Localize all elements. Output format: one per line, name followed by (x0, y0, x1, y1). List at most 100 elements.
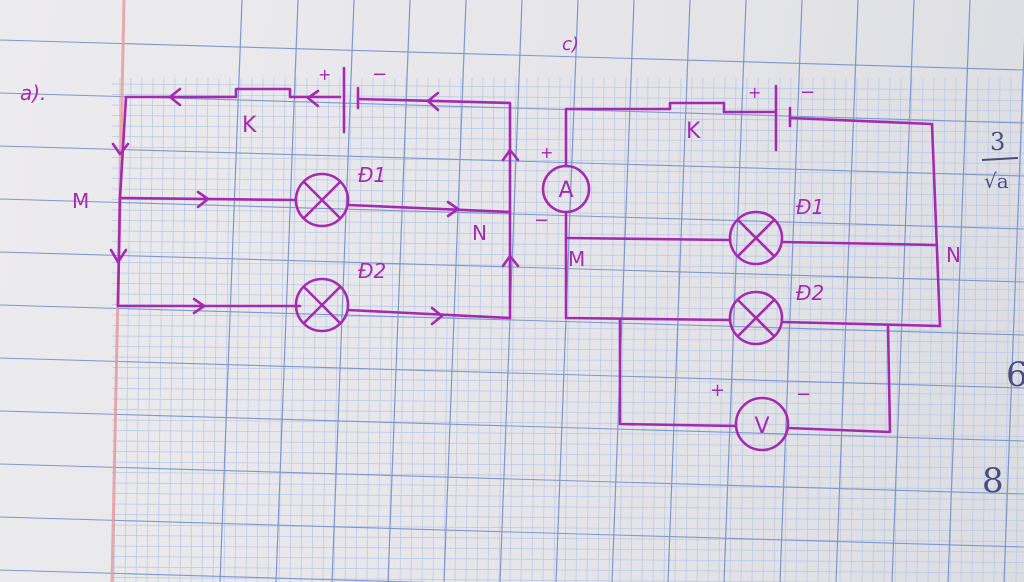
grid-line-fine (267, 77, 275, 582)
grid-line-fine (707, 77, 715, 582)
battery-minus-a: − (372, 64, 387, 85)
branch1-c-right (780, 240, 938, 247)
lamp2-label-c: Đ2 (796, 281, 824, 305)
grid-line-fine (531, 77, 539, 582)
grid-line-fine (520, 77, 528, 582)
grid-line-fine (960, 77, 968, 582)
grid-line-fine (212, 77, 220, 582)
grid-line-fine (509, 77, 517, 582)
ammeter-plus: + (540, 143, 553, 162)
lamp2-cross-a (302, 285, 342, 325)
ammeter-label: A (558, 178, 573, 203)
grid-line-fine (111, 230, 1024, 238)
grid-line-fine (111, 146, 1024, 154)
grid-line-fine (971, 77, 979, 582)
grid-line-fine (366, 77, 374, 582)
grid-line-fine (388, 77, 396, 582)
grid-line-fine (696, 77, 704, 582)
arrow-right-2 (446, 200, 460, 218)
grid-line-fine (476, 77, 484, 582)
node-m-a: M (72, 189, 89, 213)
lamp2-a (294, 277, 350, 333)
lamp1-a (294, 172, 350, 228)
grid-line-fine (201, 77, 209, 582)
grid-line-fine (111, 430, 1024, 437)
grid-line-fine (111, 377, 1024, 385)
grid-line-fine (111, 524, 1024, 532)
node-n-a: N (472, 221, 487, 245)
arrow-up-1 (501, 148, 520, 162)
grid-line-fine (111, 451, 1024, 458)
grid-line-fine (111, 503, 1024, 511)
branch2-right (346, 308, 512, 320)
grid-line-bold (0, 251, 1024, 283)
grid-line-bold (0, 569, 429, 582)
grid-line-fine (355, 77, 363, 582)
diagram-a-label: a). (20, 81, 46, 105)
grid-line-fine (586, 77, 594, 582)
fraction-denominator: √a (984, 169, 1009, 193)
top-wire-left (124, 87, 342, 99)
grid-line-fine (344, 77, 352, 582)
voltmeter-minus: − (796, 384, 811, 405)
grid-line-bold (0, 516, 1024, 548)
left-wire-a (116, 95, 302, 308)
grid-line-bold (835, 0, 859, 582)
grid-line-bold (667, 0, 691, 582)
grid-line-fine (111, 94, 1024, 101)
grid-line-fine (443, 77, 451, 582)
grid-line-fine (278, 77, 286, 582)
grid-line-fine (111, 409, 1024, 416)
grid-line-fine (1004, 77, 1012, 582)
digit-8: 8 (982, 461, 1004, 501)
grid-line-fine (111, 545, 1024, 553)
grid-line-fine (157, 77, 165, 582)
fraction-bar (981, 157, 1019, 161)
grid-line-fine (410, 77, 418, 582)
grid-line-fine (111, 157, 1024, 164)
grid-line-fine (619, 77, 627, 582)
grid-line-fine (938, 77, 946, 582)
arrow-up-2 (501, 254, 520, 268)
voltmeter-wire-left (618, 318, 738, 428)
grid-line-fine (179, 77, 187, 582)
grid-line-fine (111, 472, 1024, 479)
grid-line-fine (608, 77, 616, 582)
arrow-left-1 (168, 87, 182, 107)
grid-line-fine (564, 77, 572, 582)
grid-line-fine (111, 419, 1024, 427)
arrow-right-1 (196, 190, 210, 209)
ammeter-minus: − (534, 210, 549, 231)
grid-line-fine (111, 136, 1024, 143)
battery-plus-c: + (748, 83, 761, 102)
top-wire-right (356, 97, 512, 320)
grid-line-fine (498, 77, 506, 582)
grid-line-fine (111, 178, 1024, 185)
grid-line-bold (723, 0, 747, 582)
node-m-c: M (568, 247, 585, 271)
circuit-a: a). + − K M Đ1 Đ2 N (20, 64, 520, 333)
grid-line-fine (597, 77, 605, 582)
margin-notes: 3 √a 6 8 (981, 128, 1024, 501)
grid-line-fine (641, 77, 649, 582)
grid-line-fine (111, 514, 1024, 521)
grid-line-bold (779, 0, 803, 582)
grid-line-fine (421, 77, 429, 582)
node-n-c: N (946, 243, 961, 267)
grid-line-fine (111, 335, 1024, 343)
arrow-down-2 (109, 248, 128, 264)
grid-line-fine (190, 77, 198, 582)
arrow-right-3 (192, 297, 206, 315)
grid-line-fine (223, 77, 231, 582)
grid-line-fine (894, 77, 902, 582)
voltmeter-label: V (754, 414, 769, 439)
grid-line-fine (993, 77, 1001, 582)
battery-plus-a: + (318, 65, 331, 84)
grid-line-fine (111, 398, 1024, 406)
arrow-left-2 (306, 89, 320, 108)
grid-line-fine (168, 77, 176, 582)
grid-line-fine (111, 293, 1024, 301)
grid-line-bold (219, 0, 243, 582)
